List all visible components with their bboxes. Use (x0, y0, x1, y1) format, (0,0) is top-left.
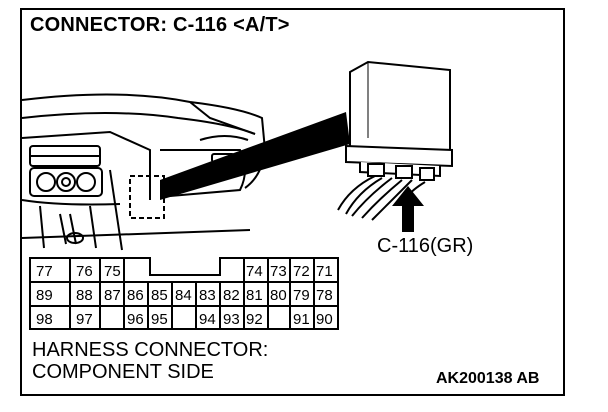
harness-connector (29, 257, 339, 330)
pin-number: 91 (293, 311, 310, 328)
pin-number: 85 (151, 287, 168, 304)
connector-code-label: C-116(GR) (377, 235, 474, 257)
diagram-frame (20, 8, 565, 396)
callout-beam (160, 112, 350, 200)
pin-number: 72 (293, 263, 310, 280)
pin-number: 71 (316, 263, 333, 280)
pin-number: 93 (223, 311, 240, 328)
pin-number: 86 (127, 287, 144, 304)
pin-number: 73 (270, 263, 287, 280)
pin-number: 74 (246, 263, 263, 280)
pin-number: 96 (127, 311, 144, 328)
pin-number: 90 (316, 311, 333, 328)
pin-number: 77 (36, 263, 53, 280)
pin-number: 78 (316, 287, 333, 304)
pin-number: 89 (36, 287, 53, 304)
pin-number: 81 (246, 287, 263, 304)
pin-number: 95 (151, 311, 168, 328)
pin-number: 88 (76, 287, 93, 304)
pin-number: 92 (246, 311, 263, 328)
pin-number: 84 (175, 287, 192, 304)
dashboard-illustration (21, 93, 267, 251)
connector-title: CONNECTOR: C-116 <A/T> (30, 14, 290, 36)
ecu-module (345, 60, 453, 181)
pin-number: 80 (270, 287, 287, 304)
pin-number: 97 (76, 311, 93, 328)
pin-number: 94 (199, 311, 216, 328)
pin-numbers: 77 76 75 74 73 72 71 89 88 87 86 85 84 8… (36, 263, 333, 328)
ecu-location-marker (129, 175, 165, 219)
pin-number: 82 (223, 287, 240, 304)
pin-number: 83 (199, 287, 216, 304)
pin-number: 87 (104, 287, 121, 304)
pin-number: 79 (293, 287, 310, 304)
pin-number: 98 (36, 311, 53, 328)
figure-id: AK200138 AB (436, 370, 540, 387)
pin-number: 75 (104, 263, 121, 280)
pin-number: 76 (76, 263, 93, 280)
harness-caption-line1: HARNESS CONNECTOR: (32, 339, 269, 361)
connector-arrow (392, 186, 424, 232)
harness-caption-line2: COMPONENT SIDE (32, 361, 214, 383)
